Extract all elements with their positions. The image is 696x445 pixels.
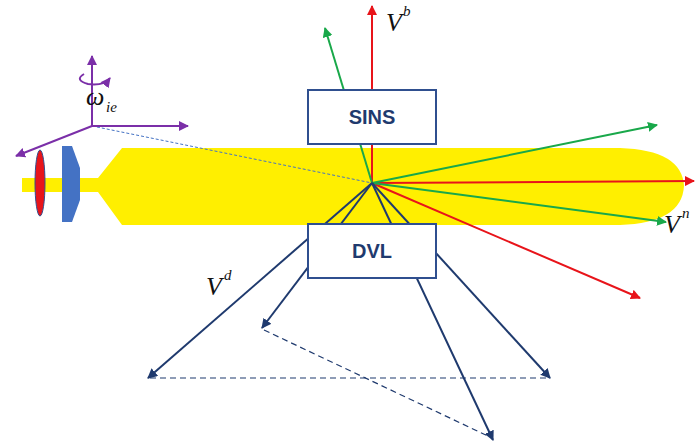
symbol: V: [386, 10, 402, 36]
vehicle-body: [22, 148, 684, 225]
instrument-box: DVL: [307, 223, 437, 279]
symbol: ω: [86, 84, 104, 110]
instrument-box: SINS: [307, 89, 437, 145]
superscript: d: [224, 268, 232, 283]
symbol: V: [206, 274, 222, 300]
axis: [92, 125, 188, 127]
symbol: V: [664, 212, 680, 238]
subscript: ie: [106, 100, 117, 115]
superscript: n: [682, 206, 690, 221]
propeller-hub: [62, 146, 80, 222]
rotation-arrow: [80, 74, 110, 84]
box-label: SINS: [349, 106, 396, 129]
box-label: DVL: [352, 240, 392, 263]
superscript: b: [403, 4, 411, 19]
propeller: [35, 150, 45, 216]
axis: [16, 126, 92, 156]
